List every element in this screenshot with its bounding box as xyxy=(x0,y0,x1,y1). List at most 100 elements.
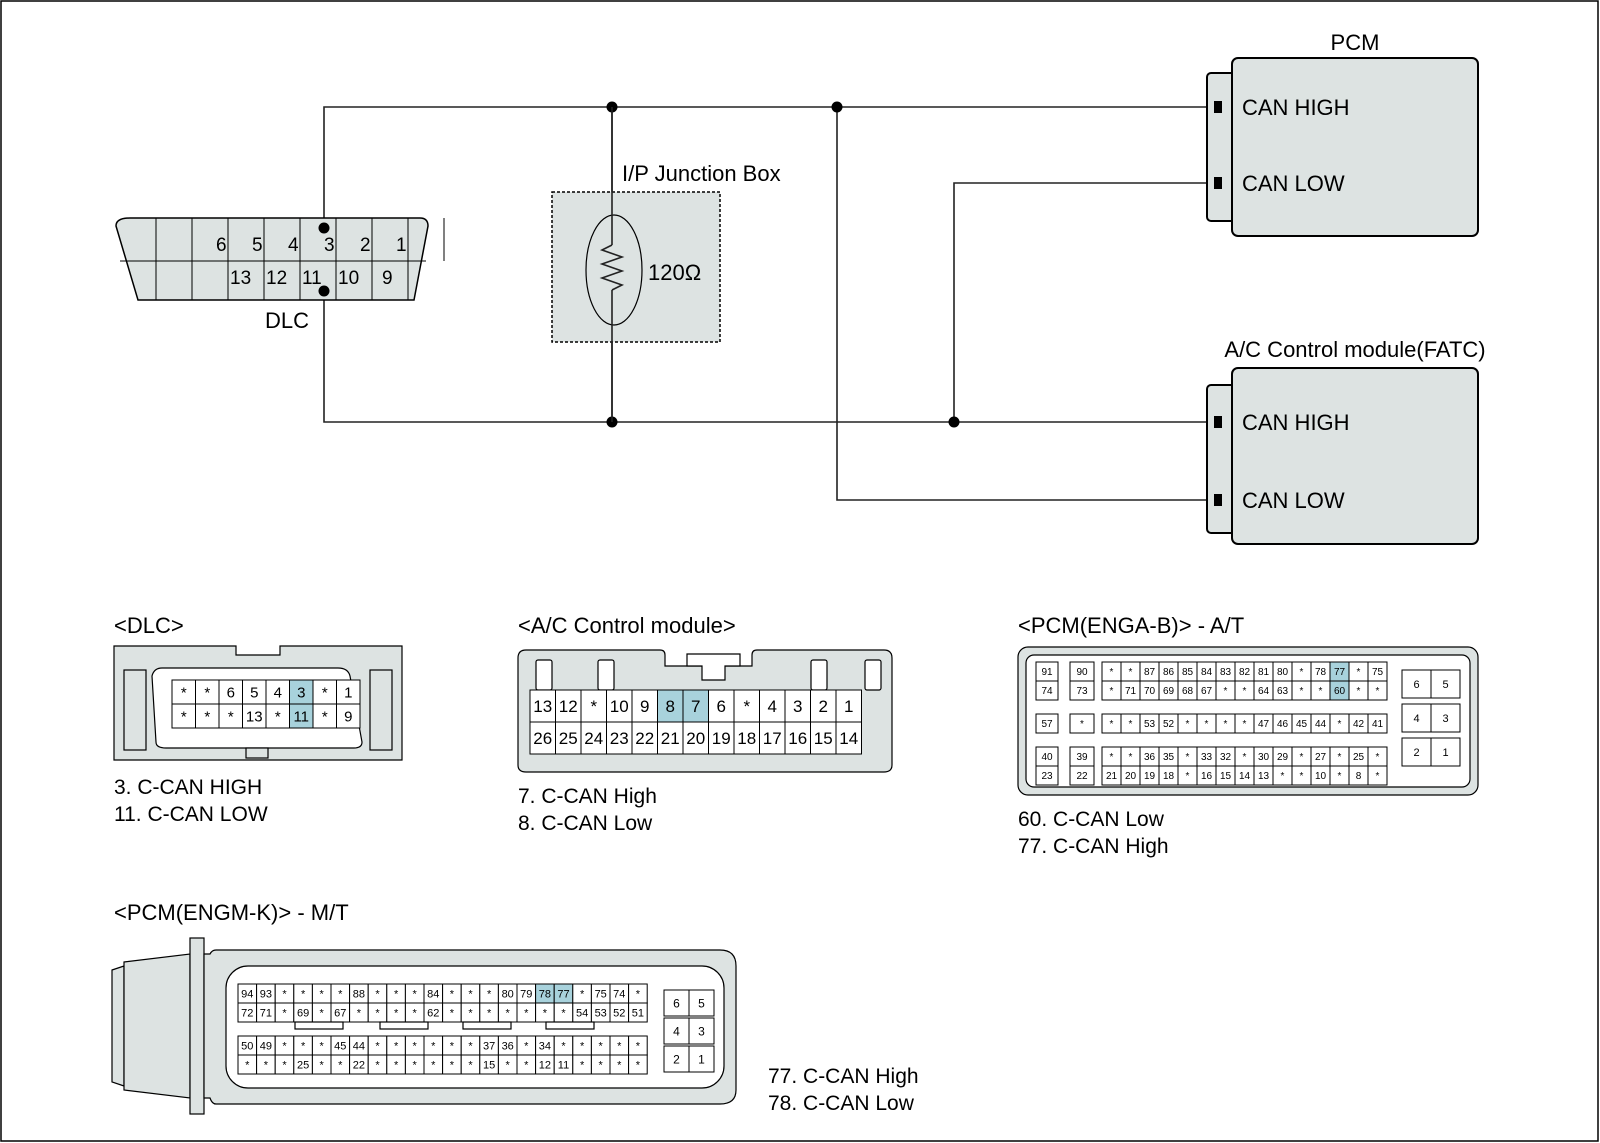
pin-cell xyxy=(555,721,582,755)
pcm-at-legend-line: 60. C-CAN Low xyxy=(1018,808,1165,831)
pin-number: 41 xyxy=(1372,719,1384,730)
fatc-can-low-pin xyxy=(1214,494,1222,506)
pin-number: 15 xyxy=(1220,771,1232,782)
pin-cell xyxy=(628,1054,648,1075)
pin-cell xyxy=(810,721,837,755)
pin-number: 3 xyxy=(297,684,305,701)
unused-pin-mark: * xyxy=(375,1007,380,1019)
unused-pin-mark: * xyxy=(1110,686,1114,697)
pin-number: 45 xyxy=(1296,719,1308,730)
pin-number: 86 xyxy=(1163,667,1175,678)
pin-cell xyxy=(606,721,633,755)
pin-number: 2 xyxy=(673,1052,680,1066)
pin-number: 91 xyxy=(1041,667,1053,678)
pin-number: 19 xyxy=(1144,771,1156,782)
unused-pin-mark: * xyxy=(1186,771,1190,782)
unused-pin-mark: * xyxy=(1357,686,1361,697)
unused-pin-mark: * xyxy=(524,1040,529,1052)
fatc-body xyxy=(1231,367,1479,545)
pin-cell xyxy=(1069,765,1095,786)
unused-pin-mark: * xyxy=(1129,752,1133,763)
pin-cell xyxy=(835,721,862,755)
pin-number: 81 xyxy=(1258,667,1270,678)
pin-number: 21 xyxy=(661,729,680,748)
pin-number: 15 xyxy=(814,729,833,748)
pcm-body xyxy=(1231,57,1479,237)
pin-number: 93 xyxy=(260,988,272,1000)
pin-cell xyxy=(1401,737,1432,767)
pin-number: 71 xyxy=(1125,686,1137,697)
pcm-can-high-label: CAN HIGH xyxy=(1242,95,1350,120)
pin-number: 22 xyxy=(353,1059,365,1071)
pin-number: 54 xyxy=(576,1007,588,1019)
unused-pin-mark: * xyxy=(1129,719,1133,730)
unused-pin-mark: * xyxy=(320,988,325,1000)
unused-pin-mark: * xyxy=(375,1059,380,1071)
pin-number: 23 xyxy=(610,729,629,748)
pcm-title: PCM xyxy=(1331,30,1380,55)
unused-pin-mark: * xyxy=(1186,752,1190,763)
unused-pin-mark: * xyxy=(204,684,210,701)
unused-pin-mark: * xyxy=(580,1059,585,1071)
unused-pin-mark: * xyxy=(580,988,585,1000)
unused-pin-mark: * xyxy=(181,708,187,725)
pin-number: 12 xyxy=(559,697,578,716)
unused-pin-mark: * xyxy=(245,1059,250,1071)
can-high-wire-fatc-low-branch xyxy=(836,107,1212,501)
pin-number: 44 xyxy=(1315,719,1327,730)
pcm-mt-legend-line: 77. C-CAN High xyxy=(768,1065,919,1088)
pin-number: 1 xyxy=(344,684,352,701)
unused-pin-mark: * xyxy=(561,1007,566,1019)
pin-number: 63 xyxy=(1277,686,1289,697)
pin-number: 18 xyxy=(737,729,756,748)
junction-box: I/P Junction Box 120Ω xyxy=(551,107,781,422)
unused-pin-mark: * xyxy=(1357,667,1361,678)
dlc-pin11-node xyxy=(318,285,330,297)
pin-number: 2 xyxy=(1413,747,1419,759)
pin-number: 82 xyxy=(1239,667,1251,678)
dlc-pin3-node xyxy=(318,222,330,234)
can-low-wire-dlc xyxy=(323,291,1212,423)
pin-number: 6 xyxy=(673,996,680,1010)
pin-number: 1 xyxy=(1442,747,1448,759)
pin-cell xyxy=(688,1017,715,1045)
unused-pin-mark: * xyxy=(1129,667,1133,678)
pin-number: 18 xyxy=(1163,771,1175,782)
pin-number: 50 xyxy=(241,1040,253,1052)
pin-number: 53 xyxy=(595,1007,607,1019)
unused-pin-mark: * xyxy=(338,988,343,1000)
unused-pin-mark: * xyxy=(413,1059,418,1071)
pin-number: 4 xyxy=(768,697,777,716)
pin-number: 9 xyxy=(344,708,352,725)
unused-pin-mark: * xyxy=(301,988,306,1000)
pcm-can-high-pin xyxy=(1214,101,1222,113)
pin-number: 3 xyxy=(1442,713,1448,725)
pin-cell xyxy=(628,1002,648,1023)
pin-number: 20 xyxy=(686,729,705,748)
unused-pin-mark: * xyxy=(580,1040,585,1052)
unused-pin-mark: * xyxy=(1338,771,1342,782)
pcm-can-low-label: CAN LOW xyxy=(1242,171,1345,196)
unused-pin-mark: * xyxy=(1338,752,1342,763)
pin-number: 8 xyxy=(666,697,675,716)
unused-pin-mark: * xyxy=(636,988,641,1000)
pin-number: 22 xyxy=(635,729,654,748)
pin-cell xyxy=(336,703,361,729)
pin-number: 3 xyxy=(793,697,802,716)
unused-pin-mark: * xyxy=(204,708,210,725)
pin-number: 32 xyxy=(1220,752,1232,763)
pin-number: 14 xyxy=(1239,771,1251,782)
pin-number: 36 xyxy=(502,1040,514,1052)
unused-pin-mark: * xyxy=(468,1059,473,1071)
unused-pin-mark: * xyxy=(1319,686,1323,697)
pin-cell xyxy=(657,689,684,723)
pin-cell xyxy=(1430,703,1461,733)
unused-pin-mark: * xyxy=(394,1059,399,1071)
pin-number: 16 xyxy=(1201,771,1213,782)
pin-number: 8 xyxy=(1356,771,1362,782)
pin-cell xyxy=(555,689,582,723)
latch-slot xyxy=(379,1021,429,1030)
